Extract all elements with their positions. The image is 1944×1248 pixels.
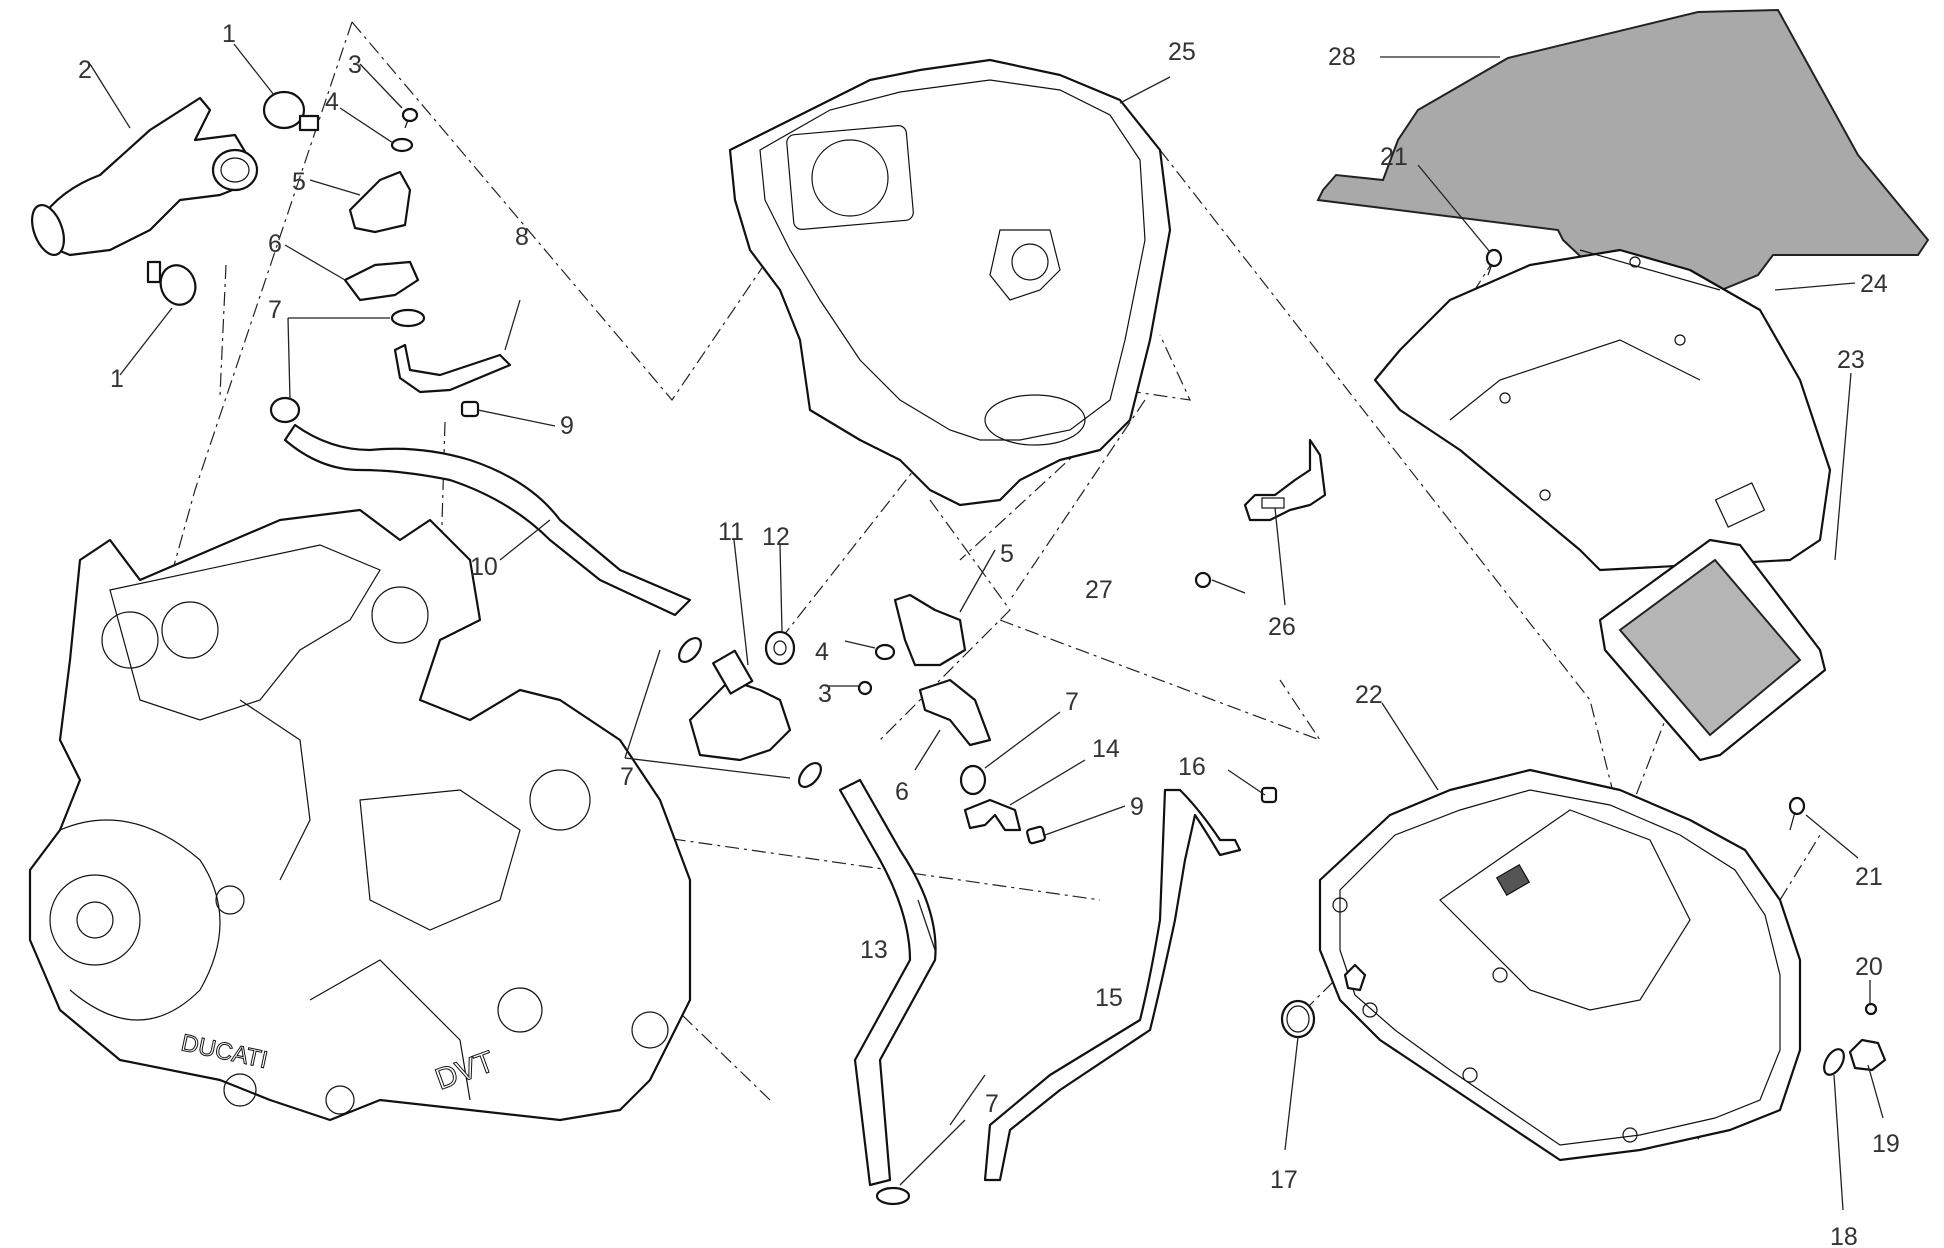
label-part-1-bottom: 1 xyxy=(110,365,124,393)
part-screw-middle[interactable] xyxy=(857,680,873,696)
part-hose-clip-valve-left[interactable] xyxy=(675,634,705,666)
part-drain-hose[interactable] xyxy=(983,788,1242,1182)
label-part-27: 27 xyxy=(1085,576,1113,604)
label-part-7-upper: 7 xyxy=(268,296,282,324)
part-grommet[interactable] xyxy=(764,630,796,666)
part-air-filter[interactable] xyxy=(1598,538,1827,762)
label-part-11: 11 xyxy=(718,518,744,546)
label-part-7-valve: 7 xyxy=(620,763,634,791)
label-part-21-upper: 21 xyxy=(1380,143,1408,171)
part-valve[interactable] xyxy=(688,649,792,762)
label-part-23: 23 xyxy=(1837,346,1865,374)
label-part-5-middle: 5 xyxy=(1000,540,1014,568)
part-hose-clamp-top[interactable] xyxy=(262,90,320,132)
part-restrictor-middle[interactable] xyxy=(1026,825,1046,845)
part-restrictor-upper[interactable] xyxy=(460,400,480,418)
part-bracket-26[interactable] xyxy=(1243,438,1327,522)
label-part-1-top: 1 xyxy=(222,20,236,48)
label-part-24: 24 xyxy=(1860,270,1888,298)
part-washer-upper[interactable] xyxy=(390,137,414,153)
label-part-20: 20 xyxy=(1855,953,1883,981)
label-part-15: 15 xyxy=(1095,984,1123,1012)
part-hose-clip-upper[interactable] xyxy=(390,308,426,328)
part-sensor-bracket-middle[interactable] xyxy=(893,593,967,667)
part-airbox-upper[interactable] xyxy=(728,58,1172,507)
part-hose-clamp-bottom[interactable] xyxy=(146,260,201,309)
label-part-4-middle: 4 xyxy=(815,638,829,666)
part-screw-27[interactable] xyxy=(1194,571,1212,589)
part-sensor-hose-upper[interactable] xyxy=(393,343,512,394)
part-intake-duct[interactable] xyxy=(26,96,259,259)
label-part-9-middle: 9 xyxy=(1130,793,1144,821)
label-part-3-middle: 3 xyxy=(818,680,832,708)
part-screw-20[interactable] xyxy=(1864,1002,1878,1016)
part-washer-middle[interactable] xyxy=(874,643,896,661)
label-part-6-upper: 6 xyxy=(268,230,282,258)
part-pressure-sensor-middle[interactable] xyxy=(918,678,992,747)
label-part-18: 18 xyxy=(1830,1223,1858,1248)
part-breather-hose-10[interactable] xyxy=(283,423,692,617)
part-restrictor-16[interactable] xyxy=(1260,786,1278,804)
label-part-13: 13 xyxy=(860,936,888,964)
part-hose-clip-left[interactable] xyxy=(269,396,301,424)
part-o-ring[interactable] xyxy=(1280,999,1316,1039)
part-airbox-lower[interactable] xyxy=(1318,768,1802,1162)
label-part-17: 17 xyxy=(1270,1166,1298,1194)
engine-block: DUCATI DVT xyxy=(28,508,692,1122)
label-part-25: 25 xyxy=(1168,38,1196,66)
part-breather-hose-13[interactable] xyxy=(838,778,937,1187)
label-part-5-upper: 5 xyxy=(292,168,306,196)
part-hose-clip-bottom[interactable] xyxy=(875,1186,911,1206)
label-part-10: 10 xyxy=(470,553,498,581)
label-part-22: 22 xyxy=(1355,681,1383,709)
part-gasket[interactable] xyxy=(1820,1046,1848,1078)
part-hose-clip-valve-right[interactable] xyxy=(795,759,825,791)
part-screw-21-lower[interactable] xyxy=(1788,796,1806,831)
label-part-7-bottom: 7 xyxy=(985,1090,999,1118)
part-hose-clip-middle[interactable] xyxy=(959,764,987,796)
label-part-14: 14 xyxy=(1092,735,1120,763)
part-sensor-hose-middle[interactable] xyxy=(963,798,1022,832)
label-part-16: 16 xyxy=(1178,753,1206,781)
label-part-28: 28 xyxy=(1328,43,1356,71)
part-airbox-cover[interactable] xyxy=(1373,248,1832,572)
label-part-19: 19 xyxy=(1872,1130,1900,1158)
leader-lines xyxy=(89,43,1884,1211)
label-part-4-upper: 4 xyxy=(325,88,339,116)
part-pressure-sensor-upper[interactable] xyxy=(343,260,420,302)
label-part-26: 26 xyxy=(1268,613,1296,641)
label-part-6-middle: 6 xyxy=(895,778,909,806)
label-part-7-middle: 7 xyxy=(1065,688,1079,716)
part-screw-upper[interactable] xyxy=(401,107,419,129)
label-part-2: 2 xyxy=(78,56,92,84)
label-part-3-upper: 3 xyxy=(348,51,362,79)
label-part-9-upper: 9 xyxy=(560,412,574,440)
part-labels: 1 1 2 3 3 4 4 5 5 6 6 7 7 7 7 8 9 9 10 1… xyxy=(78,20,1900,1248)
label-part-21-lower: 21 xyxy=(1855,863,1883,891)
label-part-8: 8 xyxy=(515,223,529,251)
part-sensor-bracket-upper[interactable] xyxy=(348,170,412,234)
part-screw-21-upper[interactable] xyxy=(1485,248,1503,276)
label-part-12: 12 xyxy=(762,523,790,551)
part-temperature-sensor[interactable] xyxy=(1848,1038,1887,1072)
